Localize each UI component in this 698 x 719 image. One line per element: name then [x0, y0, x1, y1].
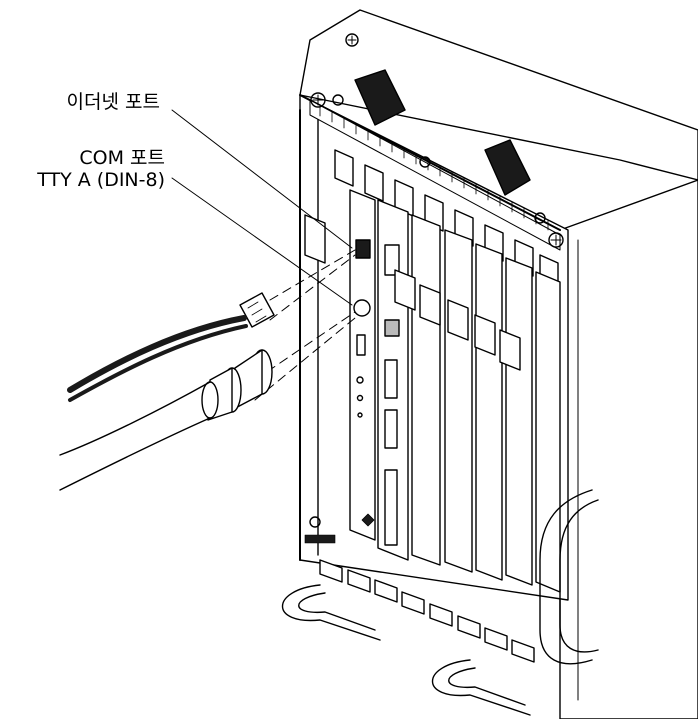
- leader-lines: [171, 109, 353, 306]
- din8-plug-icon: [59, 349, 273, 491]
- air-vent-blocks: [354, 69, 531, 196]
- com-port-din8: [353, 299, 371, 317]
- com-port-label: COM 포트: [79, 147, 165, 169]
- ejector-latches-bottom: [319, 559, 535, 663]
- side-handle: [539, 489, 599, 665]
- io-card: [377, 199, 409, 561]
- chassis-side: [559, 179, 698, 719]
- ethernet-port-label: 이더넷 포트: [66, 91, 160, 113]
- bottom-handles: [281, 516, 531, 716]
- cpu-card: [349, 189, 376, 541]
- filler-blocks: [304, 214, 521, 371]
- mounting-screws: [310, 92, 564, 248]
- sun-logo-icon: [361, 513, 375, 527]
- ejector-latches-top: [334, 149, 559, 292]
- rj45-plug-icon: [67, 292, 275, 402]
- tty-port-label: TTY A (DIN-8): [37, 169, 165, 191]
- ethernet-port: [355, 239, 371, 259]
